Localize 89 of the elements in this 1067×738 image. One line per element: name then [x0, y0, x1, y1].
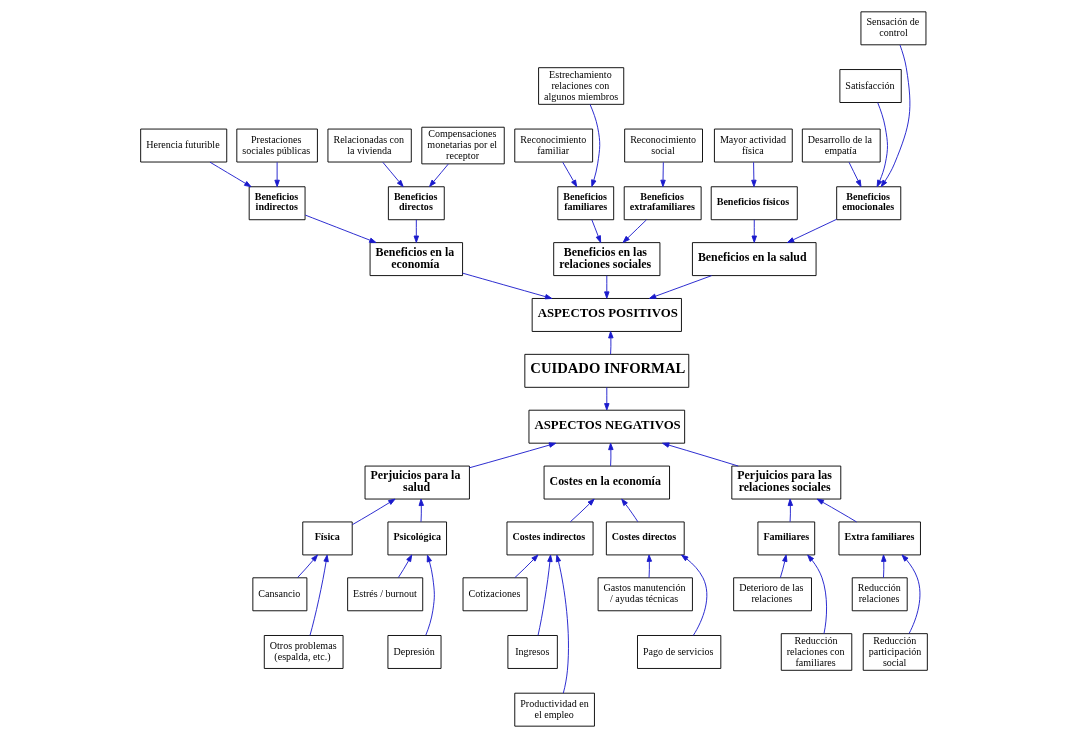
node-box: Satisfacción — [838, 69, 902, 103]
arrow — [468, 442, 556, 469]
arrow — [381, 161, 404, 188]
node-box: Reconocimiento familiar — [513, 128, 593, 163]
arrow — [622, 219, 647, 243]
arrow — [751, 219, 757, 243]
node-box: Costes indirectos — [506, 521, 594, 556]
arrow — [304, 214, 376, 243]
arrow — [424, 554, 435, 636]
node-box: Beneficios familiares — [556, 186, 614, 221]
node-box: Herencia futurible — [139, 128, 227, 163]
arrow — [816, 498, 857, 523]
node-box: Estrés / burnout — [346, 577, 423, 612]
arrow — [273, 161, 280, 188]
node-box: Beneficios emocionales — [835, 186, 901, 221]
arrow — [603, 386, 609, 411]
arrow — [661, 442, 739, 467]
arrow — [848, 161, 861, 188]
node-box: Beneficios en las relaciones sociales — [552, 242, 660, 277]
arrow — [413, 219, 419, 243]
arrow — [779, 554, 787, 579]
arrow — [620, 498, 638, 523]
arrow — [750, 161, 757, 188]
arrow — [513, 554, 538, 579]
arrow — [880, 44, 910, 188]
arrow — [901, 554, 920, 634]
node-box: Beneficios directos — [387, 186, 445, 221]
node-box: Beneficios indirectos — [248, 186, 305, 221]
arrow — [555, 554, 569, 694]
node-box: ASPECTOS POSITIVOS — [531, 298, 682, 332]
node-box: Familiares — [756, 521, 815, 556]
node-box: Reducción participación social — [862, 633, 928, 671]
arrow — [209, 161, 251, 188]
arrow — [787, 498, 793, 523]
node-box: Costes directos — [605, 521, 685, 556]
arrow — [296, 554, 318, 579]
node-box: Compensaciones monetarias por el receptor — [420, 126, 505, 165]
arrow — [461, 272, 552, 300]
arrow — [786, 218, 837, 243]
arrow — [418, 498, 424, 523]
arrow — [590, 219, 601, 243]
node-box: Extra familiares — [838, 521, 921, 556]
node-box: Pago de servicios — [636, 635, 721, 669]
node-box: Cansancio — [251, 577, 307, 612]
node-box: Desarrollo de la empatía — [801, 128, 881, 163]
node-box: Mayor actividad física — [713, 128, 793, 163]
arrow — [589, 104, 600, 187]
node-box: Relacionadas con la vivienda — [327, 128, 412, 163]
node-box: Estrechamiento relaciones con algunos miembros — [537, 67, 624, 105]
node-box: Otros problemas (espalda, etc.) — [263, 635, 343, 669]
node-box: Deterioro de las relaciones — [732, 577, 812, 612]
node-box: Ingresos — [506, 635, 558, 669]
arrow — [561, 161, 577, 188]
arrow — [607, 331, 614, 355]
node-box: Depresión — [386, 635, 441, 669]
arrow — [806, 554, 827, 635]
arrow — [646, 554, 652, 579]
arrow — [876, 102, 888, 188]
node-box: ASPECTOS NEGATIVOS — [528, 409, 685, 444]
arrow — [397, 554, 412, 579]
arrow — [569, 498, 595, 523]
node-box: Reconocimiento social — [623, 128, 703, 163]
node-box: CUIDADO INFORMAL — [523, 353, 689, 388]
node-box: Beneficios físicos — [710, 186, 798, 221]
node-box: Gastos manutención / ayudas técnicas — [597, 577, 693, 612]
arrow — [680, 554, 707, 636]
node-box: Física — [301, 521, 353, 556]
node-box: Costes en la economía — [543, 465, 670, 500]
node-box: Perjuicios para las relaciones sociales — [730, 465, 841, 500]
arrow — [309, 554, 329, 636]
node-box: Beneficios extrafamiliares — [623, 186, 702, 221]
arrow — [880, 554, 886, 579]
arrow — [603, 275, 609, 299]
node-box: Beneficios en la economía — [369, 242, 463, 277]
node-box: Sensación de control — [860, 11, 926, 46]
node-box: Perjuicios para la salud — [364, 465, 470, 500]
node-box: Productividad en el empleo — [513, 692, 595, 727]
arrow — [607, 442, 614, 467]
arrow — [351, 498, 395, 526]
arrow — [537, 554, 553, 636]
node-box: Prestaciones sociales públicas — [235, 128, 318, 163]
arrow — [659, 161, 666, 188]
node-box: Reducción relaciones — [851, 577, 908, 612]
node-box: Cotizaciones — [462, 577, 528, 612]
arrow — [648, 275, 712, 299]
node-box: Psicológica — [386, 521, 447, 556]
arrow — [428, 163, 449, 187]
node-box: Beneficios en la salud — [691, 242, 817, 277]
node-box: Reducción relaciones con familiares — [780, 633, 852, 671]
